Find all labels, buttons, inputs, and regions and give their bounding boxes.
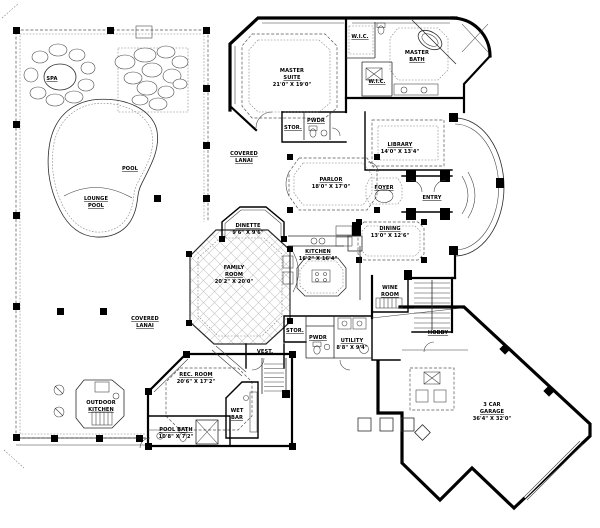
label-dining-dims: 13'0" X 12'6" [371,233,410,239]
house-footprint [146,12,590,508]
label-dining: DINING [379,226,400,232]
label-pool-bath-dims: 10'8" X 7'2" [159,434,194,440]
label-master-bath-1: MASTER [405,50,429,56]
entry-porch [401,170,476,220]
family-room-floor [186,229,293,345]
label-stor-upper: STOR. [284,125,302,131]
label-parlor: PARLOR [319,177,342,183]
room-labels: SPA POOL LOUNGE POOL COVERED LANAI COVER… [46,34,511,440]
label-parlor-dims: 18'0" X 17'0" [312,184,351,190]
label-wic-2: W.I.C. [368,79,385,85]
label-kitchen: KITCHEN [305,249,331,255]
label-wine-room-2: ROOM [381,292,399,298]
rock-waterfall [114,25,189,113]
label-vest: VEST. [257,349,273,355]
main-stairs [414,280,450,330]
label-family-room-dims: 20'2" X 20'0" [215,279,254,285]
label-spa: SPA [46,76,57,82]
master-bath-block [346,19,489,97]
rec-room [145,351,296,450]
label-master-suite-dims: 21'0" X 19'0" [273,82,312,88]
label-utility-dims: 8'8" X 9'4" [336,345,367,351]
label-hobby: HOBBY [428,330,448,336]
deck-columns [13,27,210,442]
label-foyer: FOYER [374,185,393,191]
foyer-room [365,177,403,205]
label-dinette-dims: 9'6" X 9'6" [232,230,263,236]
label-rec-room-dims: 20'6" X 17'2" [177,379,216,385]
label-garage-2: GARAGE [480,409,505,415]
label-master-suite-1: MASTER [280,68,304,74]
kitchen-room [282,235,363,300]
outdoor-kitchen [53,379,125,429]
label-library: LIBRARY [388,142,413,148]
label-garage-1: 3 CAR [483,402,500,408]
parlor-room [285,154,380,213]
label-wet-bar-2: BAR [231,415,243,421]
back-stairs [261,358,290,398]
label-dinette: DINETTE [235,223,261,229]
label-wic-1: W.I.C. [351,34,368,40]
label-rec-room: REC. ROOM [179,372,212,378]
label-covered-lanai-left-1: COVERED [131,316,159,322]
label-pool: POOL [122,166,139,172]
label-outdoor-kitchen-2: KITCHEN [88,407,114,413]
label-utility: UTILITY [341,338,364,344]
label-family-room-1: FAMILY [224,265,245,271]
upper-stor-pwdr [255,111,347,143]
master-suite-room [241,33,338,119]
label-covered-lanai-top-1: COVERED [230,151,258,157]
wine-room [371,270,412,313]
bow-window-bay [449,113,505,257]
label-wet-bar-1: WET [231,408,244,414]
pool-bath-room [139,415,231,449]
library-room [364,111,453,173]
exterior-walls [146,16,592,511]
label-lounge-pool-1: LOUNGE [84,196,108,202]
label-pwdr-upper: PWDR [307,118,325,124]
label-garage-dims: 36'4" X 32'0" [473,416,512,422]
label-wine-room-1: WINE [382,285,398,291]
label-pool-bath: POOL BATH [159,427,192,433]
lower-service-rooms [283,315,373,371]
label-covered-lanai-top-2: LANAI [235,158,253,164]
label-lounge-pool-2: POOL [88,203,105,209]
label-stor-lower: STOR. [286,328,304,334]
label-library-dims: 14'0" X 13'4" [381,149,420,155]
spa [23,43,96,107]
label-covered-lanai-left-2: LANAI [136,323,154,329]
label-kitchen-dims: 16'2" X 16'4" [299,256,338,262]
label-outdoor-kitchen-1: OUTDOOR [86,400,115,406]
label-entry: ENTRY [422,195,441,201]
label-master-bath-2: BATH [409,57,425,63]
dinette-bay [219,206,287,242]
label-family-room-2: ROOM [225,272,243,278]
pool [47,98,158,238]
wet-bar-room [225,381,259,439]
label-master-suite-2: SUITE [283,75,301,81]
garage-wing [357,307,584,501]
label-pwdr-lower: PWDR [309,335,327,341]
